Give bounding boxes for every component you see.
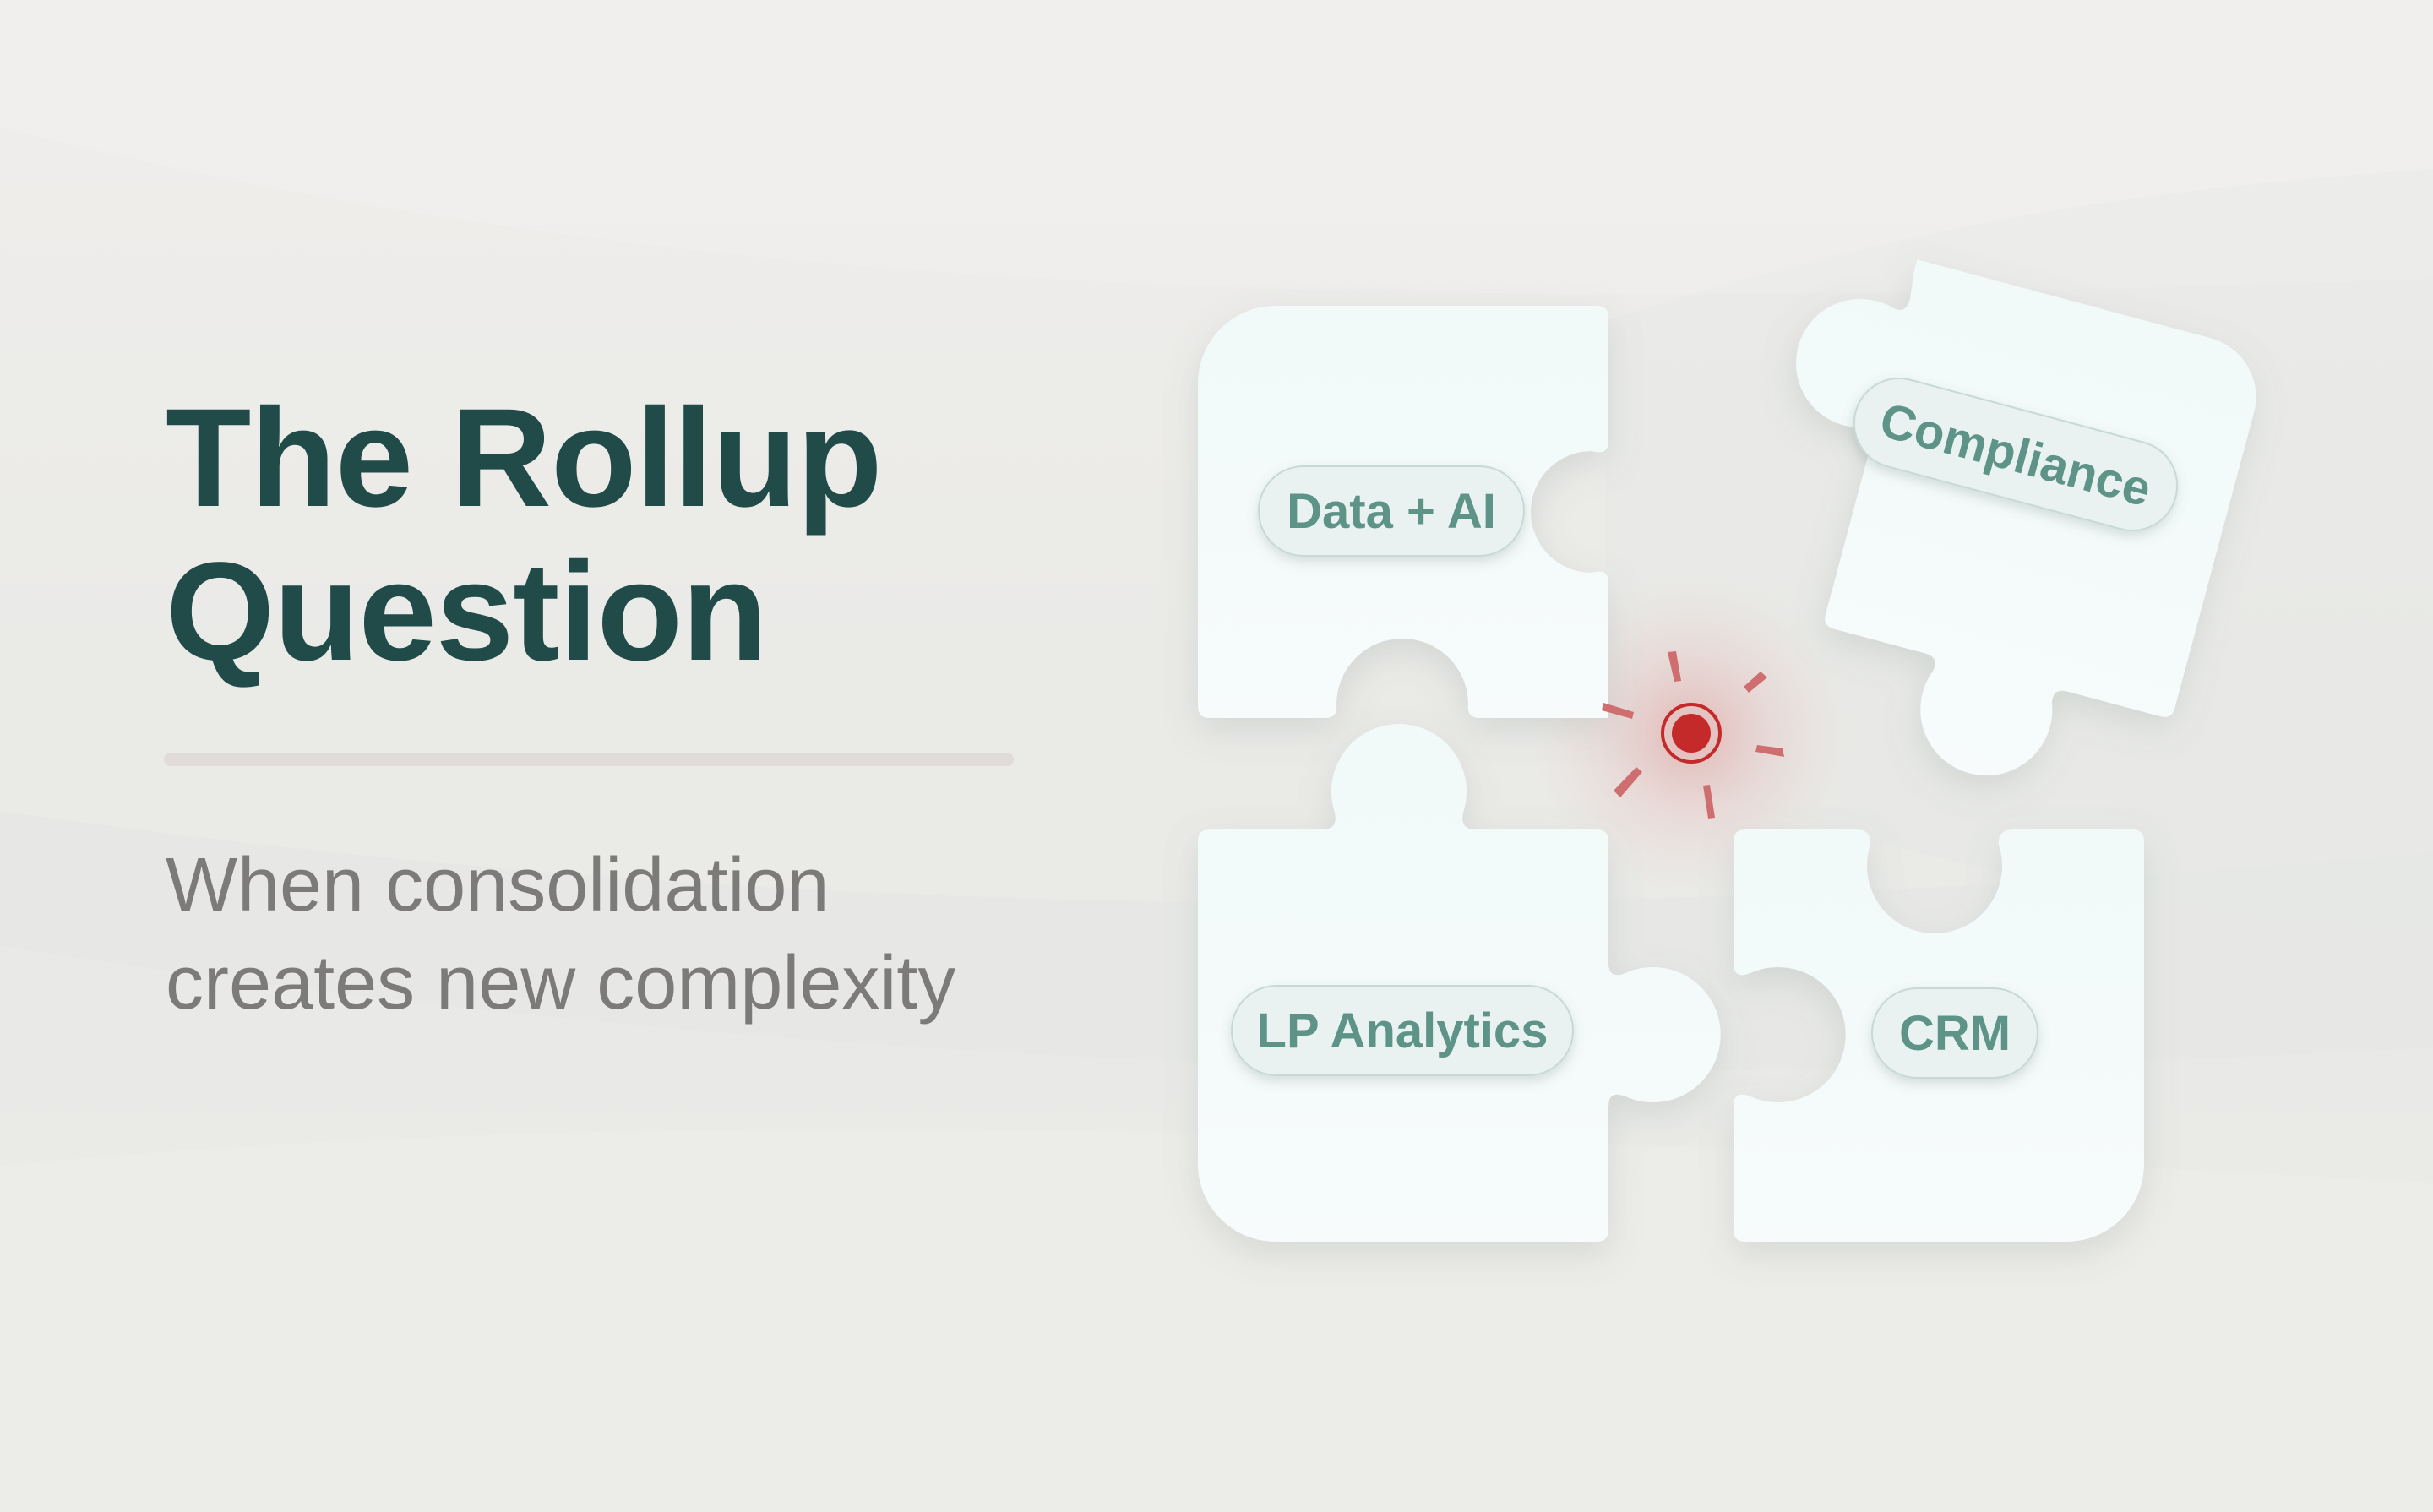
title-line-2: Question: [166, 534, 767, 690]
tag-data-ai-label: Data + AI: [1287, 484, 1496, 539]
alert-icon: [1602, 651, 1784, 819]
title-line-1: The Rollup: [166, 380, 883, 536]
page-title: The Rollup Question: [166, 382, 1095, 689]
tag-crm-label: CRM: [1899, 1006, 2011, 1061]
puzzle-piece-lp-analytics: [1198, 724, 1721, 1242]
title-divider: [164, 753, 1014, 766]
subtitle-line-1: When consolidation: [166, 843, 830, 927]
tag-crm: CRM: [1871, 987, 2038, 1079]
tag-lp-analytics: LP Analytics: [1231, 985, 1574, 1076]
page-subtitle: When consolidation creates new complexit…: [166, 836, 1179, 1032]
tag-lp-analytics-label: LP Analytics: [1257, 1003, 1549, 1058]
tag-data-ai: Data + AI: [1258, 465, 1525, 557]
subtitle-line-2: creates new complexity: [166, 941, 956, 1025]
alert-ticks: [1602, 651, 1784, 819]
